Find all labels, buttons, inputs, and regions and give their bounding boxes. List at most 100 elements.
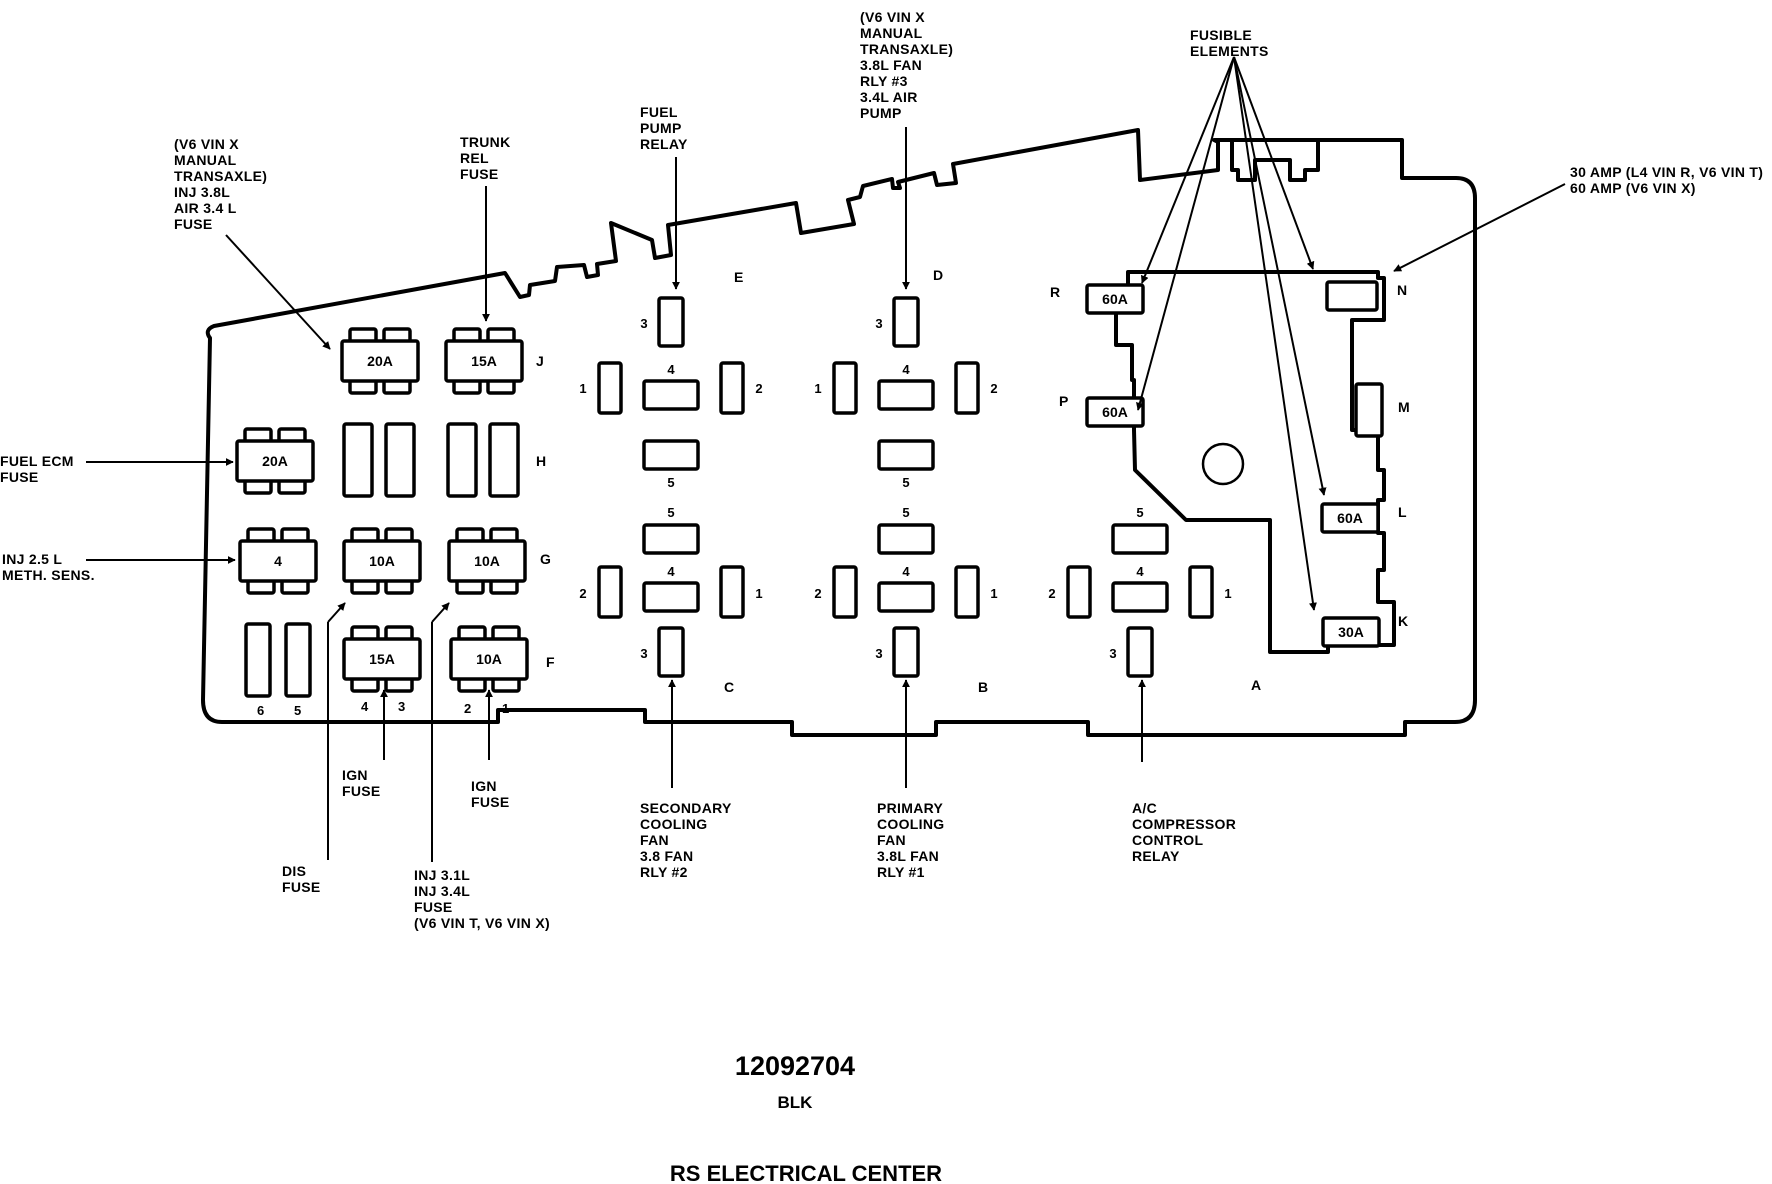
svg-text:2: 2 (579, 586, 586, 601)
relay-e-fuel-pump: 3 4 1 2 5 (579, 296, 763, 490)
fuse-g-mid: 10A (342, 527, 422, 595)
svg-text:4: 4 (1136, 564, 1144, 579)
letter-h: H (536, 453, 546, 469)
fusible-n (1325, 280, 1379, 312)
letter-g: G (540, 551, 551, 567)
letter-d: D (933, 267, 943, 283)
fuse-h-right-empty (446, 422, 520, 498)
fuse-g-far-left-rating: 4 (274, 553, 282, 569)
svg-text:3: 3 (1109, 646, 1116, 661)
section-letters: J H G F E D C B A R P N M L K (536, 267, 1410, 695)
fuse-f-mid: 15A (342, 625, 422, 693)
fuse-j-left: 20A (340, 327, 420, 395)
pos-3: 3 (398, 699, 405, 714)
callout-amp-note: 30 AMP (L4 VIN R, V6 VIN T)60 AMP (V6 VI… (1570, 164, 1763, 196)
mini-fuse-grid: 20A 15A 20A 4 10A 10A 15A 10A (235, 327, 529, 698)
letter-a: A (1251, 677, 1261, 693)
fuse-h-mid-empty (342, 422, 416, 498)
fuse-f-mid-rating: 15A (369, 651, 395, 667)
callout-arrows (86, 56, 1566, 862)
letter-j: J (536, 353, 544, 369)
letter-l: L (1398, 504, 1407, 520)
svg-text:5: 5 (902, 505, 909, 520)
letter-b: B (978, 679, 988, 695)
svg-text:1: 1 (579, 381, 586, 396)
svg-text:3: 3 (875, 316, 882, 331)
svg-text:4: 4 (667, 564, 675, 579)
svg-text:2: 2 (814, 586, 821, 601)
fuse-h-left: 20A (235, 427, 315, 495)
svg-text:2: 2 (755, 381, 762, 396)
svg-text:1: 1 (1224, 586, 1231, 601)
fuse-f-right: 10A (449, 625, 529, 693)
svg-text:3: 3 (640, 646, 647, 661)
letter-m: M (1398, 399, 1410, 415)
fuse-g-far-left: 4 (238, 527, 318, 595)
fusible-m (1354, 382, 1384, 438)
fuse-g-mid-rating: 10A (369, 553, 395, 569)
relay-b-primary-fan: 5 4 2 1 3 (814, 505, 998, 678)
fuse-g-right-rating: 10A (474, 553, 500, 569)
fuse-g-right: 10A (447, 527, 527, 595)
svg-text:4: 4 (902, 564, 910, 579)
fuse-position-numbers: 6 5 4 3 2 1 (257, 699, 509, 718)
svg-text:1: 1 (990, 586, 997, 601)
pos-2: 2 (464, 701, 471, 716)
svg-text:3: 3 (640, 316, 647, 331)
svg-text:5: 5 (902, 475, 909, 490)
svg-text:1: 1 (755, 586, 762, 601)
fusible-l: 60A (1320, 502, 1380, 534)
fuse-f-right-rating: 10A (476, 651, 502, 667)
letter-n: N (1397, 282, 1407, 298)
connector-color: BLK (778, 1093, 814, 1112)
svg-text:5: 5 (1136, 505, 1143, 520)
svg-text:4: 4 (667, 362, 675, 377)
letter-e: E (734, 269, 744, 285)
fuse-j-right-rating: 15A (471, 353, 497, 369)
fusible-element-bus (1114, 270, 1396, 654)
letter-c: C (724, 679, 734, 695)
letter-p: P (1059, 393, 1069, 409)
fuse-h-left-rating: 20A (262, 453, 288, 469)
svg-text:5: 5 (667, 475, 674, 490)
fusible-element-sockets: 60A 60A 60A 30A (1085, 280, 1384, 648)
fusible-p-rating: 60A (1102, 404, 1128, 420)
fusible-k: 30A (1321, 616, 1381, 648)
fuse-j-right: 15A (444, 327, 524, 395)
fusible-r-rating: 60A (1102, 291, 1128, 307)
relay-c-secondary-fan: 5 4 2 1 3 (579, 505, 763, 678)
fuse-6-5-empty (244, 622, 312, 698)
pos-4: 4 (361, 699, 369, 714)
letter-r: R (1050, 284, 1060, 300)
fusible-p: 60A (1085, 396, 1145, 428)
fusible-r: 60A (1085, 283, 1145, 315)
pos-6: 6 (257, 703, 264, 718)
letter-f: F (546, 654, 555, 670)
svg-text:2: 2 (1048, 586, 1055, 601)
fusible-l-rating: 60A (1337, 510, 1363, 526)
fuse-j-left-rating: 20A (367, 353, 393, 369)
svg-text:3: 3 (875, 646, 882, 661)
svg-text:1: 1 (814, 381, 821, 396)
fusible-k-rating: 30A (1338, 624, 1364, 640)
svg-text:5: 5 (667, 505, 674, 520)
svg-text:4: 4 (902, 362, 910, 377)
letter-k: K (1398, 613, 1408, 629)
